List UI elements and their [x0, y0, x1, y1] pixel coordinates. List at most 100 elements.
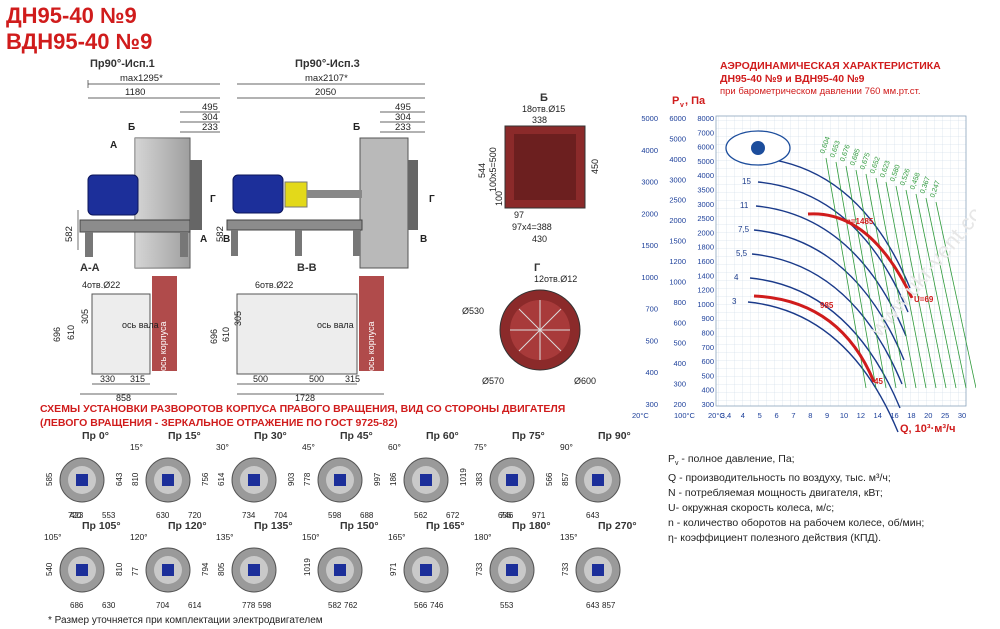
schema-dim: 423: [70, 511, 84, 520]
schema-motor-icon: [506, 564, 518, 576]
aa-axis: ось вала: [122, 320, 159, 330]
v3-marker-g: Г: [429, 194, 435, 205]
schema-label: Пр 135°: [254, 520, 293, 532]
chart-y-tick: 3000: [641, 178, 658, 187]
legend-line-p: Pv - полное давление, Па;: [668, 452, 988, 471]
legend-line-q: Q - производительность по воздуху, тыс. …: [668, 472, 891, 485]
schema-dim: 1019: [459, 468, 468, 486]
chart-power-label: 7,5: [738, 225, 750, 234]
chart-y-tick: 3500: [697, 186, 714, 195]
schema-motor-icon: [76, 474, 88, 486]
chart-eff-line: [855, 169, 897, 389]
chart-x-tick: 4: [741, 411, 745, 420]
chart-y-tick: 300: [701, 400, 714, 409]
schema-label: Пр 105°: [82, 520, 121, 532]
variant3-svg: max2107* 2050 495 304 233 582 Б Г В В: [215, 73, 435, 269]
chart-y-tick: 5000: [641, 114, 658, 123]
schema-motor-icon: [248, 564, 260, 576]
schema-label: Пр 270°: [598, 520, 637, 532]
v3-marker-v-left: В: [223, 234, 230, 245]
chart-y-tick: 1000: [641, 273, 658, 282]
chart-y-tick: 2000: [669, 216, 686, 225]
chart-y-tick: 5000: [669, 134, 686, 143]
chart-rpm-curve-1485: [807, 212, 914, 299]
view-g-d600: Ø600: [574, 376, 596, 386]
schema-dim: 746: [500, 511, 514, 520]
chart-power-curve: [755, 205, 907, 337]
schema-label: Пр 90°: [598, 430, 631, 442]
aa-h696: 696: [52, 327, 62, 342]
schema-dim: 630: [156, 511, 170, 520]
schema-dim: 997: [373, 472, 382, 486]
schema-dim: 810: [115, 562, 124, 576]
vv-body-axis: ось корпуса: [366, 321, 376, 371]
schema-motor-icon: [248, 474, 260, 486]
chart-eff-line: [865, 173, 907, 389]
schema-angle: 45°: [302, 442, 315, 452]
view-g-holes: 12отв.Ø12: [534, 274, 577, 284]
chart-eff-line: [935, 201, 976, 389]
schema-motor-icon: [506, 474, 518, 486]
chart-x-tick: 14: [874, 411, 882, 420]
schema-dim: 582: [328, 601, 342, 610]
chart-y-tick: 300: [645, 400, 658, 409]
schema-motor-icon: [420, 474, 432, 486]
chart-x-tick: 7: [791, 411, 795, 420]
v1-d304: 304: [202, 112, 218, 123]
schema-dim: 566: [545, 472, 554, 486]
chart-power-curve: [759, 157, 911, 289]
chart-power-curve: [747, 301, 899, 433]
schema-motor-icon: [592, 474, 604, 486]
section-aa-label: А-А: [80, 262, 100, 274]
view-b-h100: 100: [494, 191, 504, 206]
schema-angle: 150°: [302, 532, 320, 542]
chart-y-tick: 2000: [641, 209, 658, 218]
view-b-h544: 544: [477, 163, 487, 178]
chart-x-tick: 16: [890, 411, 898, 420]
variant1-svg: max1295* 1180 495 304 233 582 Б А Г А: [64, 73, 220, 269]
schema-dim: 598: [258, 601, 272, 610]
chart-y-tick: 6000: [669, 114, 686, 123]
chart-eff-line: [895, 185, 937, 389]
chart-y-tick: 800: [673, 298, 686, 307]
schema-motor-icon: [162, 474, 174, 486]
schema-dim: 971: [389, 562, 398, 576]
chart-speed-label: U=69: [914, 295, 934, 304]
v3-d233: 233: [395, 122, 411, 133]
view-b-label: Б: [540, 92, 548, 104]
chart-power-label: 3: [732, 297, 737, 306]
schema-dim: 971: [532, 511, 546, 520]
chart-svg: 5000400030002000150010007005004003006000…: [632, 95, 976, 434]
variant3-drawing: Пр90°-Исп.3 max2107* 2050 495 304 233 58…: [215, 58, 445, 273]
schema-dim: 553: [102, 511, 116, 520]
chart-x-tick: 25: [941, 411, 949, 420]
chart-y-tick: 8000: [697, 114, 714, 123]
chart-speed-label: 45: [874, 377, 883, 386]
v3-length: 2050: [315, 87, 336, 98]
chart-y-tick: 1500: [641, 241, 658, 250]
variant1-drawing: Пр90°-Исп.1 max1295* 1180 495 304 233 58…: [40, 58, 240, 273]
chart-y-tick: 500: [673, 339, 686, 348]
view-g-d570: Ø570: [482, 376, 504, 386]
schema-dim: 794: [201, 562, 210, 576]
schema-dim: 734: [242, 511, 256, 520]
v1-marker-b: Б: [128, 122, 135, 133]
view-g-label: Г: [534, 262, 541, 274]
chart-power-curve: [749, 277, 901, 409]
aa-h610: 610: [66, 325, 76, 340]
v1-marker-a-top: А: [110, 140, 117, 151]
view-b-h450: 450: [590, 159, 600, 174]
aa-body-axis: ось корпуса: [158, 321, 168, 371]
chart-rpm-label: 985: [820, 301, 834, 310]
schema-dim: 733: [475, 562, 484, 576]
